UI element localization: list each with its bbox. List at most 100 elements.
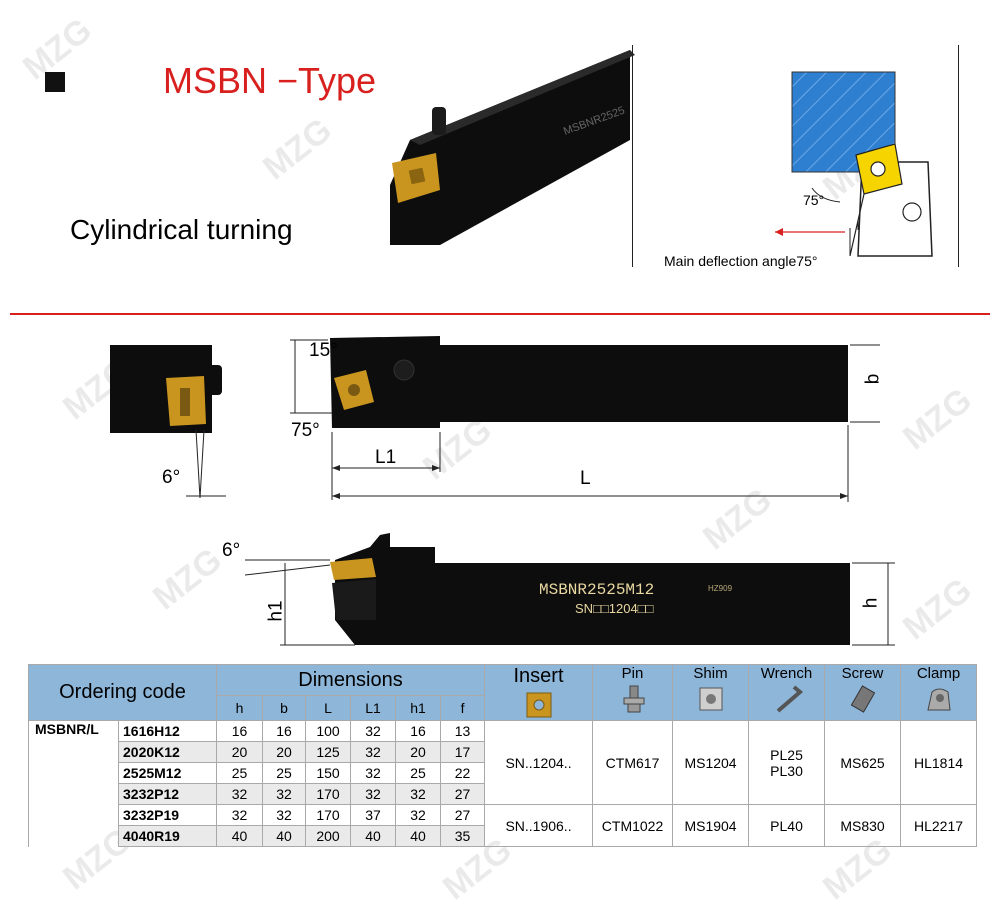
group1-clamp: HL1814 (900, 720, 978, 805)
cell-L: 170 (305, 804, 351, 826)
col-h: h (216, 695, 263, 721)
col-pin: Pin (592, 664, 674, 721)
screw-icon (850, 685, 875, 713)
col-wrench: Wrench (748, 664, 826, 721)
cell-b: 40 (262, 825, 306, 847)
col-L: L (305, 695, 351, 721)
cell-h: 16 (216, 720, 263, 742)
dim-h-label: h (860, 597, 882, 609)
pin-label: Pin (621, 665, 644, 682)
cell-L1: 32 (350, 762, 396, 784)
col-h1: h1 (395, 695, 441, 721)
dim-L1-label: L1 (375, 447, 397, 468)
cell-L1: 40 (350, 825, 396, 847)
group1-wrench-b: PL30 (770, 762, 803, 779)
cell-L1: 37 (350, 804, 396, 826)
cell-b: 16 (262, 720, 306, 742)
group1-wrench: PL25 PL30 (748, 720, 826, 805)
cell-L1: 32 (350, 741, 396, 763)
side-view-drawing (244, 533, 895, 646)
watermark: MZG (896, 380, 979, 458)
col-dimensions: Dimensions (215, 663, 486, 697)
title-bullet (45, 72, 65, 92)
schematic-frame-left (632, 45, 633, 267)
cell-L: 150 (305, 762, 351, 784)
cell-L: 125 (305, 741, 351, 763)
cell-h1: 32 (395, 804, 441, 826)
cell-f: 13 (439, 720, 486, 742)
insert-label: Insert (513, 665, 564, 687)
group2-shim: MS1904 (672, 804, 750, 847)
group1-screw: MS625 (824, 720, 902, 805)
cell-L: 170 (305, 783, 351, 805)
col-shim: Shim (672, 664, 750, 721)
tool-holder-photo: MSBNR2525 (390, 50, 635, 245)
col-ordering-code: Ordering code (28, 664, 217, 721)
group2-screw: MS830 (824, 804, 902, 847)
watermark: MZG (256, 110, 339, 188)
cell-f: 27 (439, 804, 486, 826)
group1-shim: MS1204 (672, 720, 750, 805)
group2-wrench: PL40 (748, 804, 826, 847)
page-title: MSBN −Type (163, 60, 377, 101)
table-row: MSBNR/L 1616H12 16 16 100 32 16 13 SN..1… (28, 720, 978, 847)
cell-h1: 16 (395, 720, 441, 742)
cell-f: 17 (439, 741, 486, 763)
shim-label: Shim (693, 665, 728, 682)
wrench-label: Wrench (760, 665, 813, 682)
cutting-angle-schematic (775, 71, 933, 257)
code-cell: 1616H12 (118, 720, 217, 742)
schematic-caption: Main deflection angle75° (664, 253, 818, 269)
code-cell: 2020K12 (118, 741, 217, 763)
schematic-angle-75: 75° (803, 192, 825, 208)
col-b: b (262, 695, 306, 721)
dim-6deg-end: 6° (162, 467, 181, 488)
code-cell: 4040R19 (118, 825, 217, 847)
col-clamp: Clamp (900, 664, 978, 721)
cell-h: 32 (216, 804, 263, 826)
clamp-icon (926, 688, 951, 711)
cell-h1: 25 (395, 762, 441, 784)
cell-h1: 40 (395, 825, 441, 847)
cell-L1: 32 (350, 783, 396, 805)
col-screw: Screw (824, 664, 902, 721)
cell-L: 100 (305, 720, 351, 742)
cell-b: 20 (262, 741, 306, 763)
cell-f: 35 (439, 825, 486, 847)
shim-icon (699, 687, 723, 711)
cell-b: 25 (262, 762, 306, 784)
group1-wrench-a: PL25 (770, 746, 803, 763)
group1-insert: SN..1204.. (484, 720, 594, 805)
clamp-label: Clamp (916, 665, 961, 682)
cell-f: 22 (439, 762, 486, 784)
cell-L1: 32 (350, 720, 396, 742)
insert-icon (526, 692, 552, 718)
screw-label: Screw (841, 665, 884, 682)
section-divider (10, 313, 990, 315)
dim-75deg: 75° (291, 420, 320, 441)
tool-insert-marking: SN□□1204□□ (575, 601, 654, 616)
cell-b: 32 (262, 804, 306, 826)
watermark: MZG (896, 570, 979, 648)
table-row: 3232P19 32 32 170 37 32 27 SN..1906.. CT… (29, 804, 978, 847)
tool-marking: MSBNR2525M12 (539, 581, 655, 599)
cell-f: 27 (439, 783, 486, 805)
code-cell: 3232P12 (118, 783, 217, 805)
page-subtitle: Cylindrical turning (70, 214, 293, 245)
cell-h: 40 (216, 825, 263, 847)
wrench-icon (776, 685, 803, 713)
cell-h: 20 (216, 741, 263, 763)
col-f: f (439, 695, 486, 721)
group2-pin: CTM1022 (592, 804, 674, 847)
top-view-drawing (110, 336, 880, 502)
tool-small-mark: HZ909 (708, 584, 733, 593)
schematic-frame-right (958, 45, 959, 267)
cell-h1: 32 (395, 783, 441, 805)
group2-clamp: HL2217 (900, 804, 978, 847)
dim-L-label: L (580, 468, 591, 489)
code-cell: 2525M12 (118, 762, 217, 784)
group2-insert: SN..1906.. (484, 804, 594, 847)
series-code: MSBNR/L (28, 720, 119, 847)
cell-h: 25 (216, 762, 263, 784)
dim-b-label: b (862, 373, 884, 385)
